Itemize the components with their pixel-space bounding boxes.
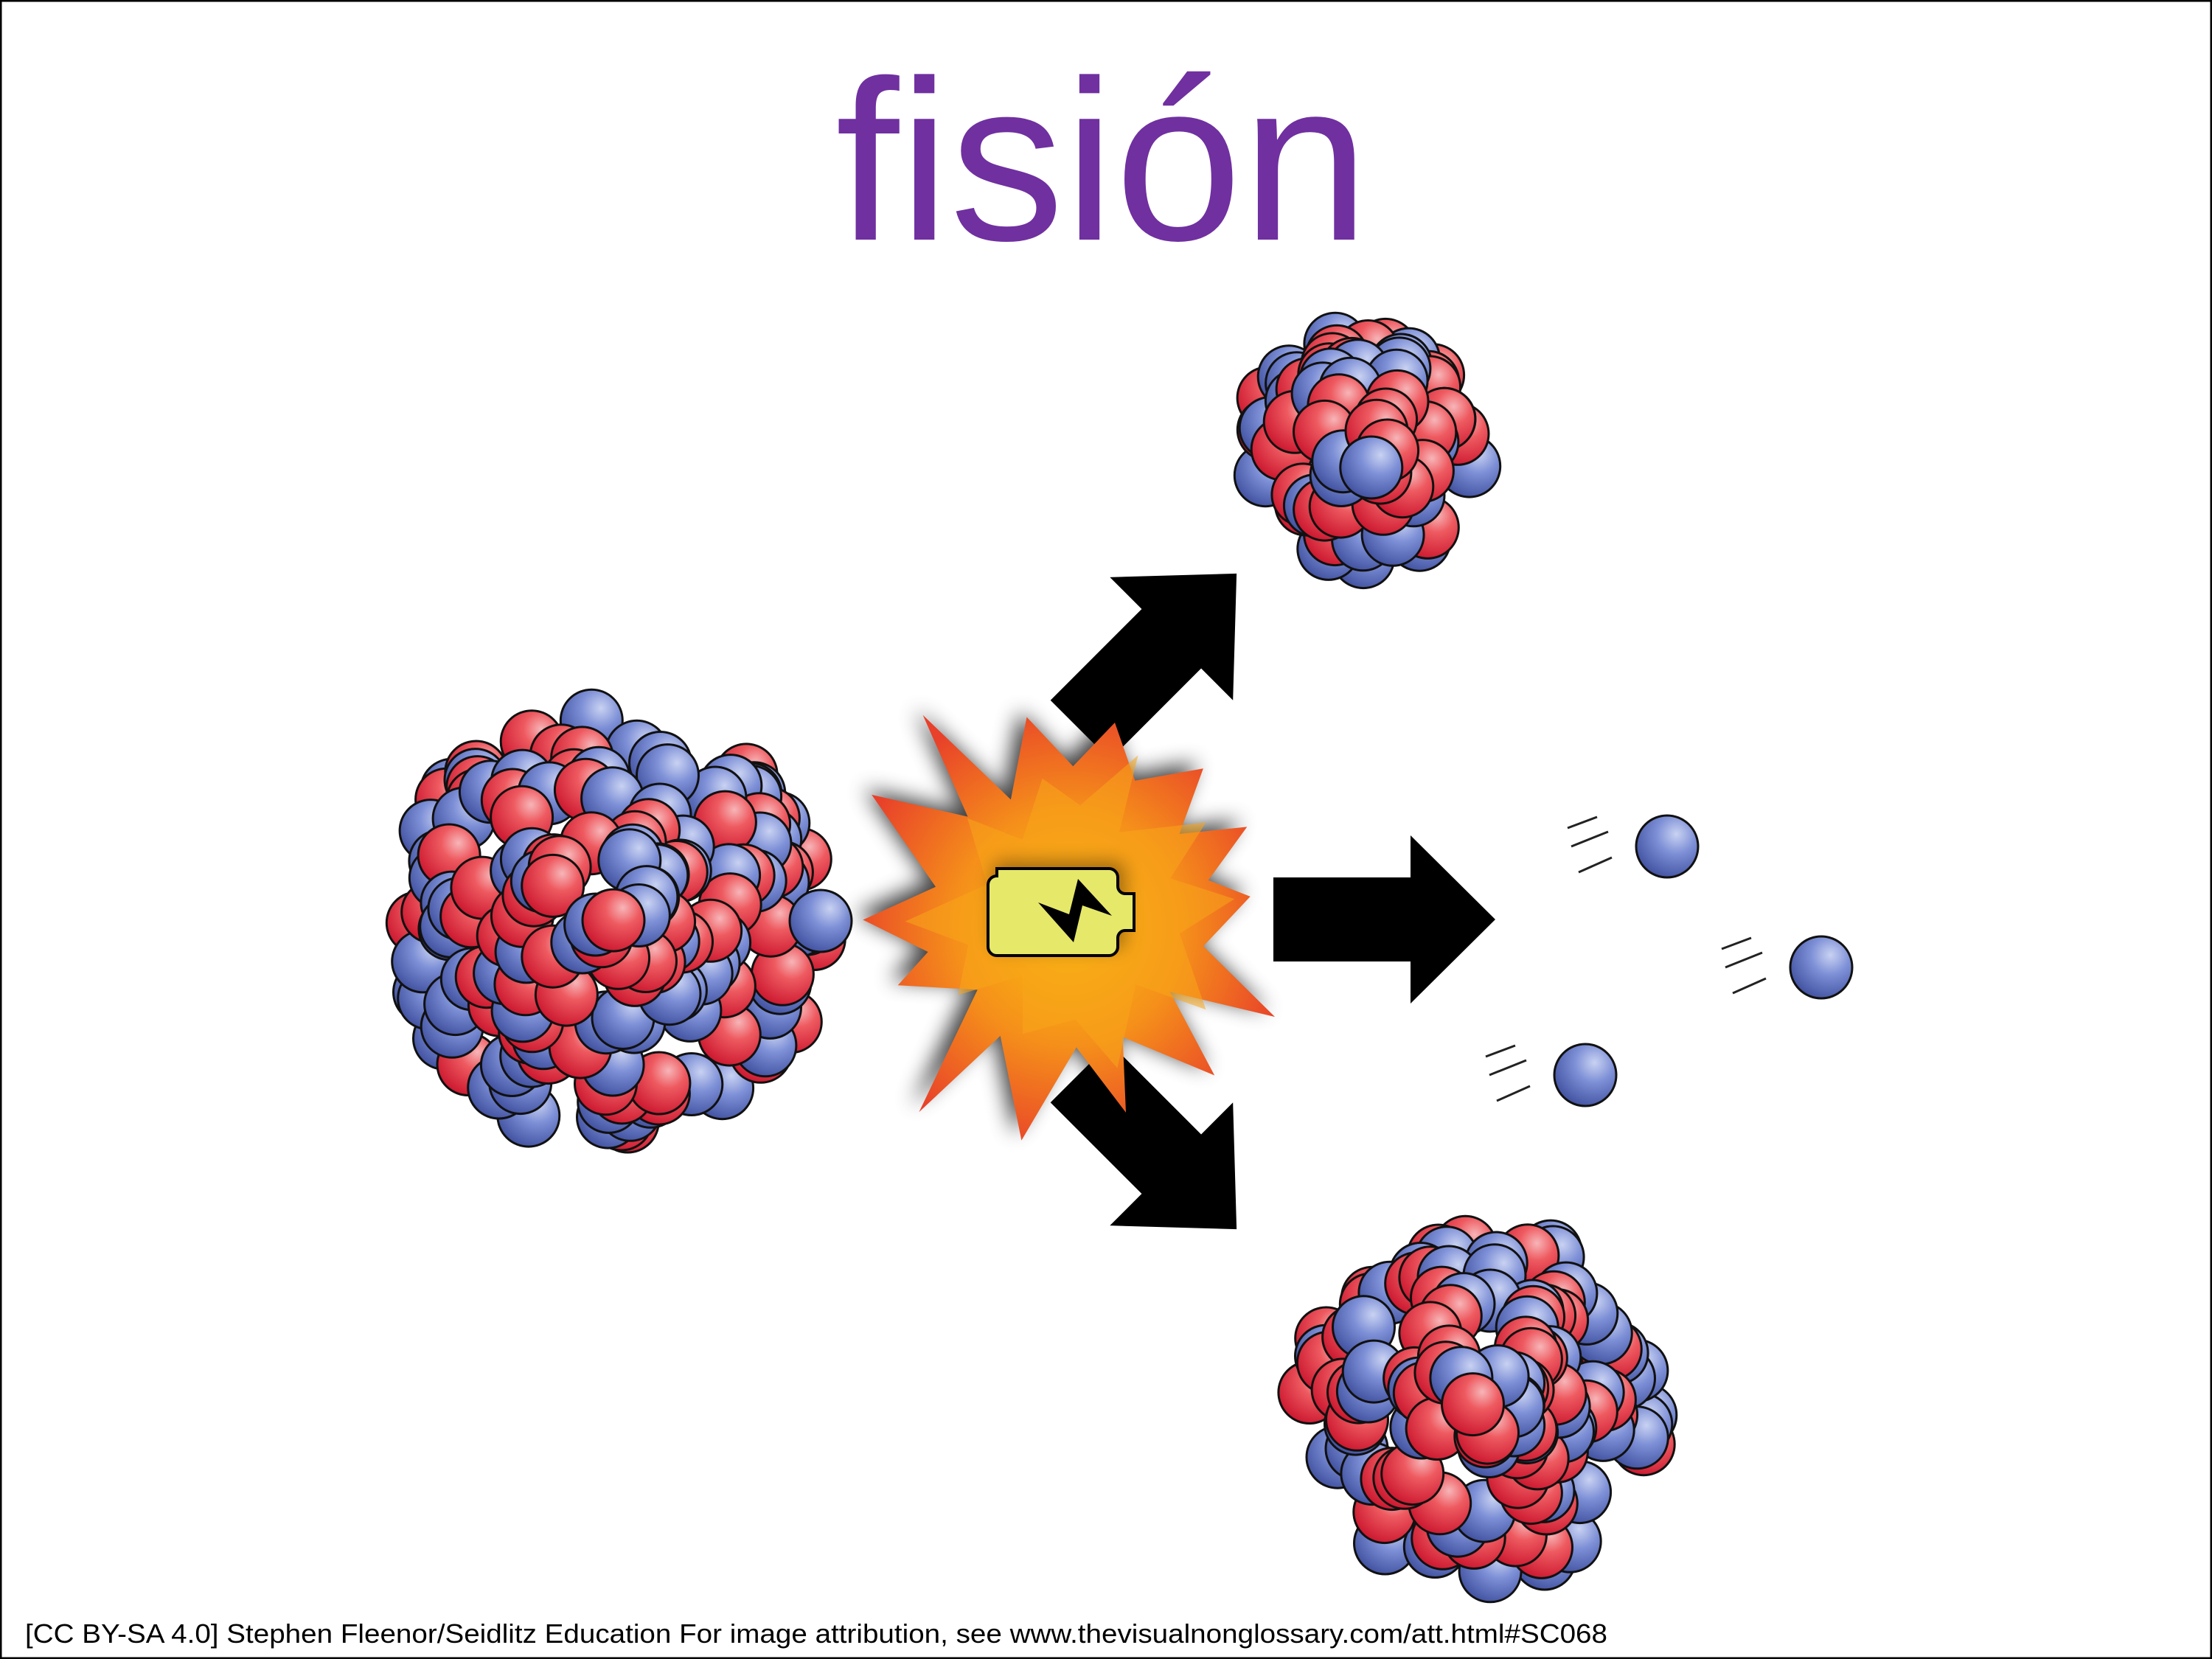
arrow-icon (1273, 835, 1495, 1004)
arrow-icon (1050, 1043, 1237, 1230)
fission-product-nucleus-small (1233, 311, 1502, 590)
free-neutrons (1485, 814, 1854, 1107)
lightning-bolt-icon (1038, 879, 1112, 942)
arrow-icon (1050, 573, 1237, 760)
proton (1441, 1372, 1505, 1437)
proton (581, 888, 646, 953)
neutron (788, 888, 853, 953)
neutron (1635, 814, 1700, 879)
proton (521, 853, 585, 918)
neutron-icon (1567, 814, 1700, 879)
battery-energy-icon (987, 861, 1135, 957)
uranium-nucleus (385, 688, 853, 1154)
neutron (1553, 1043, 1618, 1107)
neutron-icon (1485, 1043, 1618, 1107)
fission-product-nucleus-large (1277, 1214, 1678, 1604)
explosion-icon (855, 709, 1276, 1141)
page-title: fisión (835, 32, 1369, 288)
attribution-text: [CC BY-SA 4.0] Stephen Fleenor/Seidlitz … (25, 1618, 1607, 1649)
neutron (1339, 435, 1404, 500)
neutron-icon (1721, 935, 1854, 1000)
neutron (1789, 935, 1854, 1000)
